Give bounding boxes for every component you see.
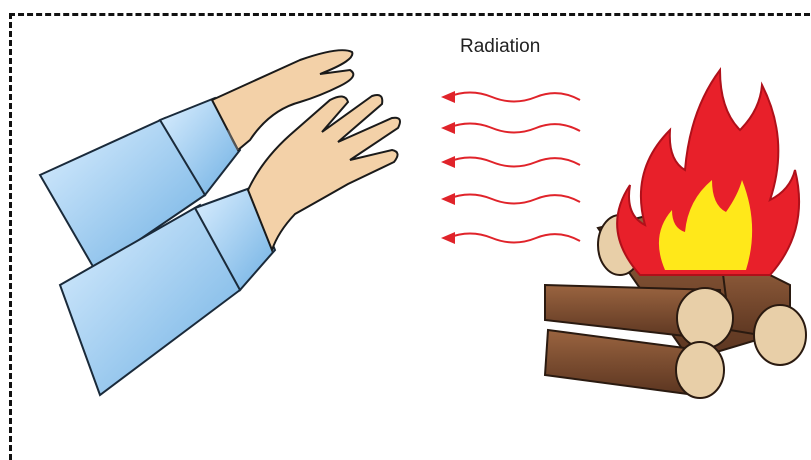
heat-wave-arrows: [441, 91, 580, 244]
flame-icon: [617, 70, 799, 275]
heat-wave-1: [441, 91, 580, 103]
heat-wave-4: [441, 193, 580, 205]
heat-wave-5: [441, 232, 580, 244]
heat-wave-2: [441, 122, 580, 134]
campfire-icon: [545, 70, 806, 398]
heat-wave-3: [441, 156, 580, 168]
hands-icon: [40, 50, 400, 395]
